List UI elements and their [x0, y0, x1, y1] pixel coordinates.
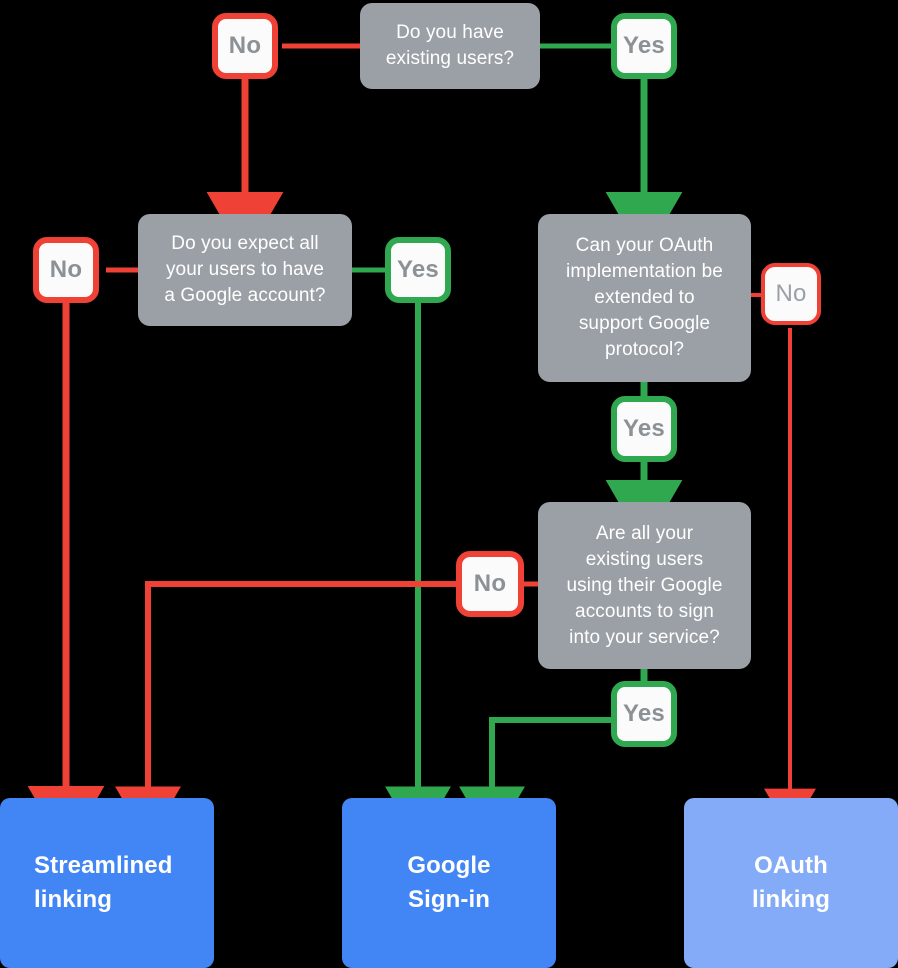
badge-yes-google-account[interactable]: Yes [385, 237, 451, 303]
outcome-label-line2: linking [751, 886, 831, 913]
outcome-oauth-linking[interactable]: OAuth linking [684, 798, 898, 968]
outcome-label-line1: Streamlined [34, 852, 173, 879]
outcome-label-line1: OAuth [754, 852, 828, 879]
outcome-google-sign-in[interactable]: Google Sign-in [342, 798, 556, 968]
badge-label: Yes [623, 415, 665, 442]
badge-label: Yes [623, 700, 665, 727]
badge-label: No [228, 32, 262, 59]
badge-label: No [775, 280, 807, 307]
badge-no-google-account[interactable]: No [33, 237, 99, 303]
outcome-label-line2: linking [34, 886, 113, 913]
badge-label: Yes [397, 256, 439, 283]
badge-no-oauth-extendable[interactable]: No [761, 263, 821, 325]
badge-label: No [49, 256, 83, 283]
decision-text: Do you have existing users? [385, 22, 515, 69]
decision-text: Can your OAuth implementation be extende… [566, 235, 723, 360]
outcome-label: Streamlined linking [34, 849, 172, 917]
decision-box-existing-google-accounts: Are all your existing users using their … [538, 502, 751, 669]
decision-text: Are all your existing users using their … [566, 522, 723, 648]
badge-label: Yes [623, 32, 665, 59]
decision-box-oauth-extendable: Can your OAuth implementation be extende… [538, 214, 751, 382]
badge-no-existing-users[interactable]: No [212, 13, 278, 79]
outcome-label-line2: Sign-in [407, 886, 490, 913]
badge-label: No [473, 570, 507, 597]
outcome-label-line1: Google [407, 852, 491, 879]
decision-box-existing-users: Do you have existing users? [360, 3, 540, 89]
decision-text: Do you expect all your users to have a G… [164, 233, 326, 306]
badge-yes-oauth-extendable[interactable]: Yes [611, 396, 677, 462]
outcome-streamlined-linking[interactable]: Streamlined linking [0, 798, 214, 968]
wire-yes4-to-google-signin [459, 717, 612, 844]
badge-no-existing-google-accounts[interactable]: No [456, 551, 524, 617]
wire-no4-to-streamlined [115, 581, 456, 844]
outcome-label: Google Sign-in [407, 849, 490, 917]
decision-box-google-account: Do you expect all your users to have a G… [138, 214, 352, 326]
badge-yes-existing-google-accounts[interactable]: Yes [611, 681, 677, 747]
outcome-label: OAuth linking [752, 849, 830, 917]
badge-yes-existing-users[interactable]: Yes [611, 13, 677, 79]
